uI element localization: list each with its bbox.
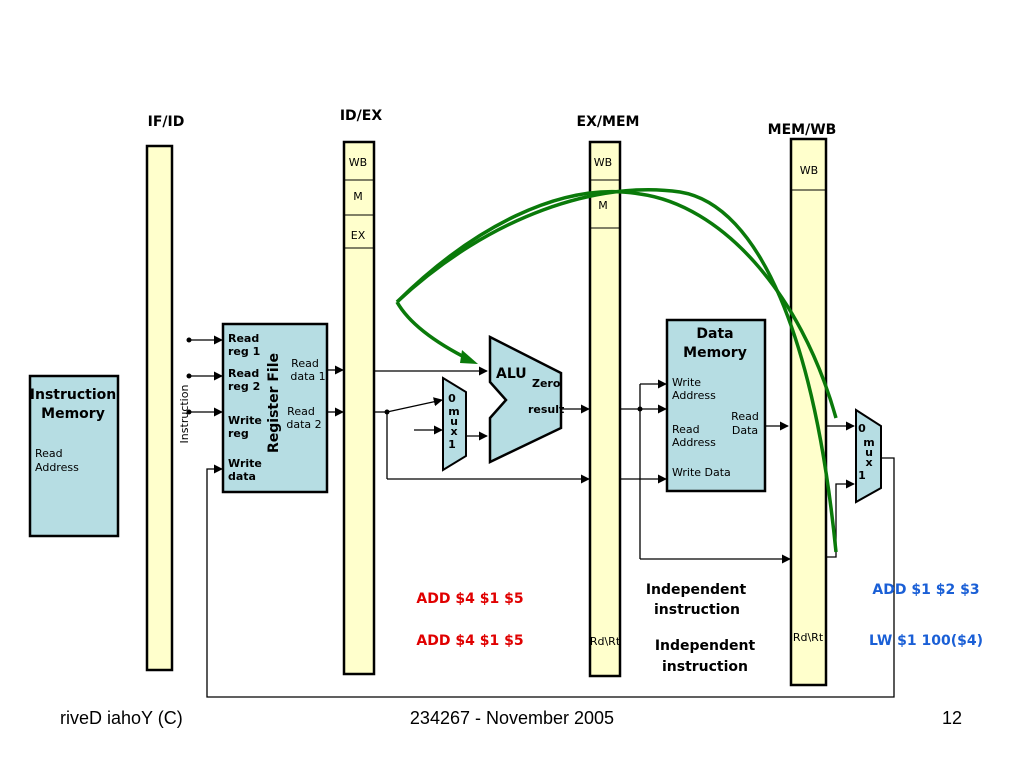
write-reg-line2: reg (228, 427, 249, 440)
data-memory (665, 318, 767, 493)
mem-instruction-1-line2: instruction (654, 602, 740, 618)
instruction-memory (28, 374, 120, 538)
register-file (221, 322, 329, 494)
read-data1-line1: Read (291, 357, 319, 370)
write-data-line1: Write (228, 457, 262, 470)
read-data-line2: Data (732, 424, 758, 437)
read-data2-line1: Read (287, 405, 315, 418)
read-address-line1: Read (672, 423, 700, 436)
mem-wb-rd-rt: Rd\Rt (793, 631, 824, 644)
write-reg-line1: Write (228, 414, 262, 427)
data-memory-title-2: Memory (683, 345, 747, 361)
alu-title: ALU (496, 366, 527, 382)
wb-mux-m: m (863, 436, 874, 449)
register-file-title: Register File (266, 353, 282, 453)
wb-instruction-2: LW $1 100($4) (869, 633, 983, 649)
ex-instruction-1: ADD $4 $1 $5 (416, 591, 523, 607)
wb-mux-x: x (865, 456, 872, 469)
read-data-line1: Read (731, 410, 759, 423)
if-id-register (145, 144, 174, 672)
mem-wb-register (789, 137, 828, 687)
read-address-line2: Address (672, 436, 716, 449)
mem-wb-label: MEM/WB (768, 122, 837, 138)
wb-mux-u: u (865, 446, 873, 459)
wb-mux-1: 1 (858, 469, 866, 482)
read-data1-line2: data 1 (290, 370, 325, 383)
forward-arrowhead (460, 350, 478, 364)
ex-mux-x: x (450, 425, 457, 438)
ex-mux-1: 1 (448, 438, 456, 451)
id-ex-label: ID/EX (340, 108, 383, 124)
ex-instruction-2: ADD $4 $1 $5 (416, 633, 523, 649)
forward-path-wb (395, 187, 838, 553)
ex-mem-label: EX/MEM (577, 114, 640, 130)
instruction-memory-read-2: Address (35, 461, 79, 474)
footer-course: 234267 - November 2005 (410, 708, 614, 728)
page-number: 12 (942, 708, 962, 728)
write-data-line2: data (228, 470, 256, 483)
wb-instruction-1: ADD $1 $2 $3 (872, 582, 979, 598)
forward-path-mem (395, 189, 838, 419)
id-ex-register (342, 140, 376, 676)
id-ex-ex-field: EX (351, 229, 366, 242)
mem-instruction-1-line1: Independent (646, 582, 747, 598)
read-reg2-line1: Read (228, 367, 259, 380)
write-address-line2: Address (672, 389, 716, 402)
ex-mem-m-field: M (598, 199, 608, 212)
alu (488, 334, 563, 464)
ex-mux-0: 0 (448, 392, 456, 405)
id-ex-m-field: M (353, 190, 363, 203)
ex-mux (442, 376, 467, 472)
wb-mux (855, 408, 882, 504)
instruction-label: Instruction (178, 385, 191, 444)
alu-zero: Zero (532, 377, 561, 390)
write-data-label: Write Data (672, 466, 731, 479)
footer-copyright: riveD iahoY (C) (60, 708, 183, 728)
ex-mux-u: u (450, 415, 458, 428)
write-address-line1: Write (672, 376, 701, 389)
mem-wb-wb-field: WB (800, 164, 818, 177)
read-reg2-line2: reg 2 (228, 380, 260, 393)
mem-instruction-2-line1: Independent (655, 638, 756, 654)
wb-mux-0: 0 (858, 422, 866, 435)
data-memory-title-1: Data (696, 326, 733, 342)
forward-path-to-alu (395, 301, 471, 362)
ex-mem-wb-field: WB (594, 156, 612, 169)
mem-instruction-2-line2: instruction (662, 659, 748, 675)
ex-mem-register (588, 140, 622, 678)
ex-mux-m: m (448, 405, 459, 418)
instruction-memory-title-1: Instruction (30, 387, 116, 403)
read-data2-line2: data 2 (286, 418, 321, 431)
alu-result: result (528, 403, 564, 416)
if-id-label: IF/ID (148, 114, 185, 130)
instruction-memory-read-1: Read (35, 447, 63, 460)
read-reg1-line1: Read (228, 332, 259, 345)
ex-mem-rd-rt: Rd\Rt (590, 635, 621, 648)
instruction-memory-title-2: Memory (41, 406, 105, 422)
id-ex-wb-field: WB (349, 156, 367, 169)
read-reg1-line2: reg 1 (228, 345, 260, 358)
